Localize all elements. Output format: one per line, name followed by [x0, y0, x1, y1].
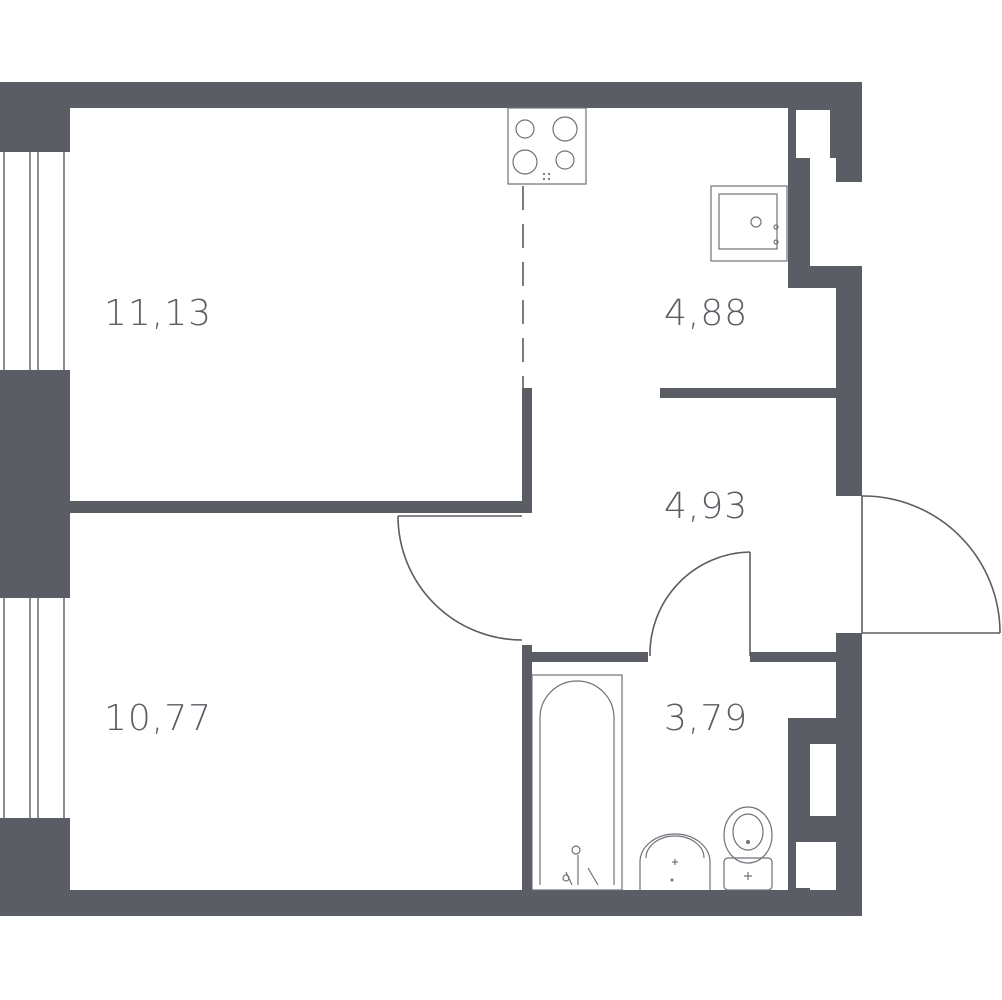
door-entrance[interactable] [861, 495, 1001, 634]
area-label-bathroom: 3,79 [664, 698, 748, 739]
area-label-hallway: 4,93 [664, 486, 748, 527]
stove-icon [507, 107, 587, 185]
door-bathroom[interactable] [649, 551, 751, 657]
toilet-icon [723, 806, 773, 891]
kitchen-sink-icon [710, 185, 788, 262]
washbasin-icon [639, 833, 711, 890]
interior-walls [70, 388, 836, 895]
window-bottom [0, 598, 70, 818]
outer-walls [0, 82, 862, 916]
area-label-room-top: 11,13 [104, 293, 212, 334]
window-top [0, 152, 70, 370]
wall-niches [796, 110, 830, 888]
area-label-kitchen: 4,88 [664, 293, 748, 334]
bathtub-icon [531, 674, 623, 891]
door-room-bottom[interactable] [397, 515, 523, 641]
area-label-room-bottom: 10,77 [104, 698, 212, 739]
